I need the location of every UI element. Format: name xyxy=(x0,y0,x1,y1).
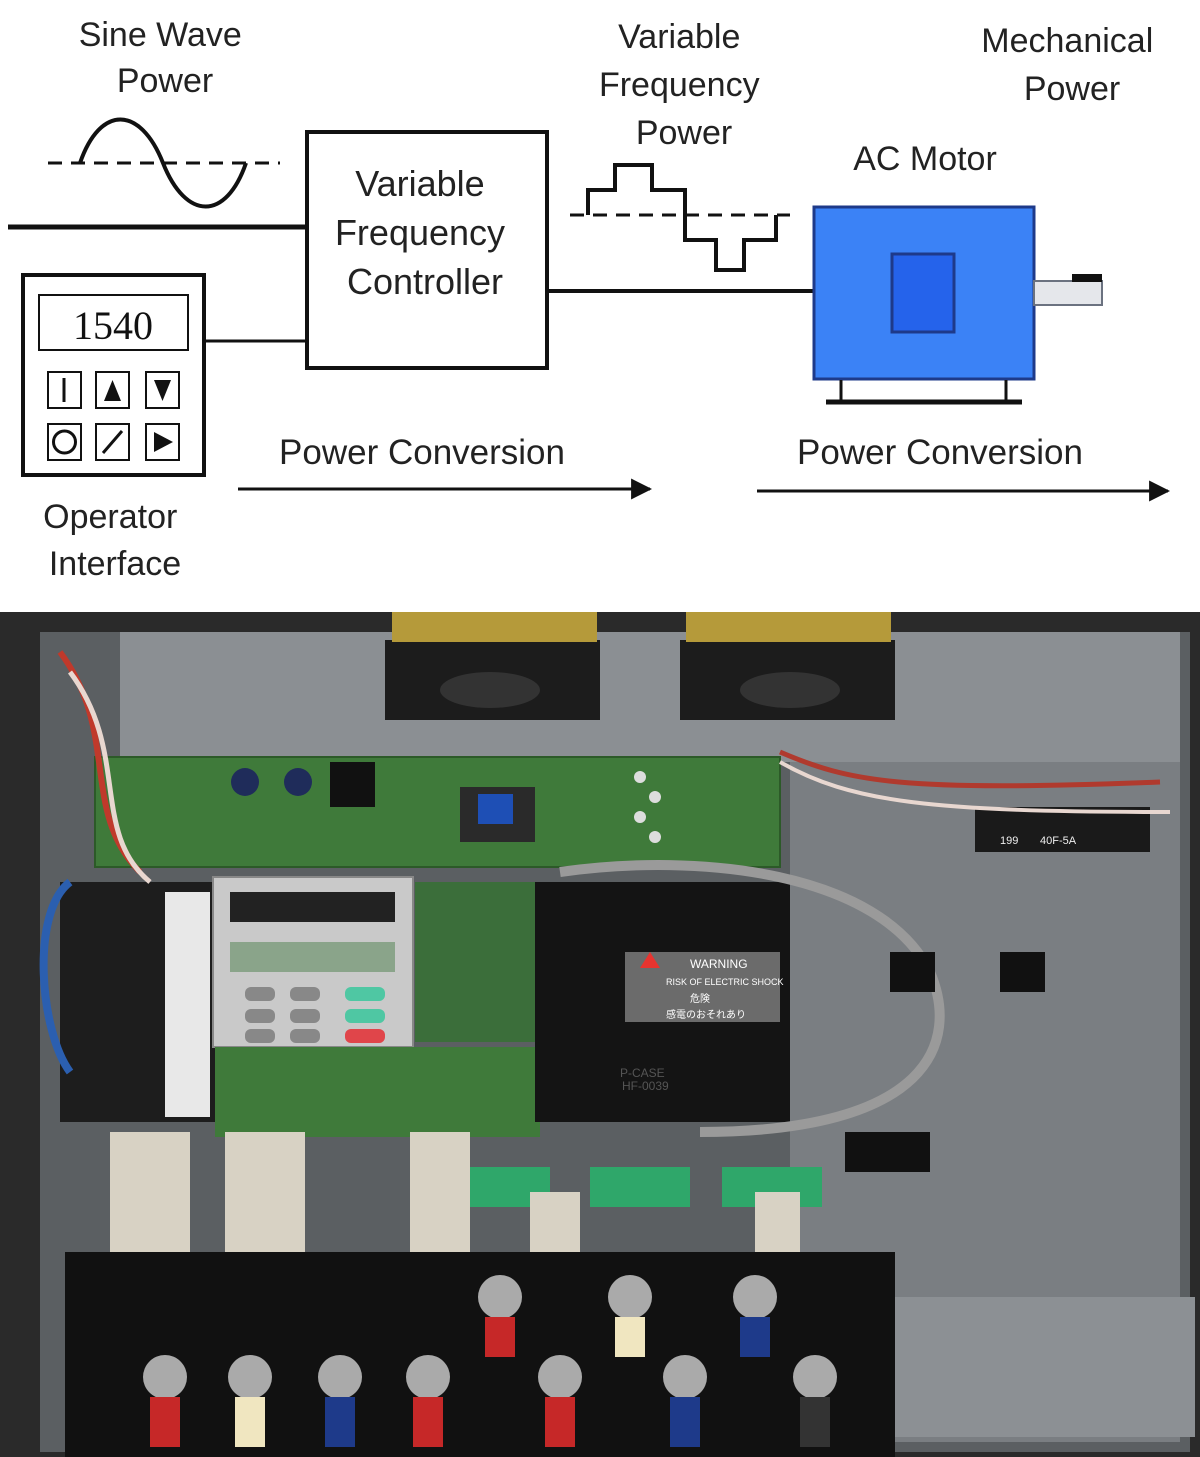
vfd-block-diagram: Sine Wave Power Variable Frequency Contr… xyxy=(8,16,1171,583)
keypad-down-key xyxy=(145,371,180,409)
variable-frequency-power-label: Variable Frequency Power xyxy=(599,18,769,152)
vfd-controller-label: Variable Frequency Controller xyxy=(335,163,515,302)
ac-motor-icon xyxy=(812,205,1103,405)
operator-interface-label: Operator Interface xyxy=(43,498,187,583)
warning-line2: 危険 xyxy=(690,993,710,1005)
stepped-waveform-icon xyxy=(570,163,790,272)
drive-keypad xyxy=(212,876,414,1048)
warning-triangle-icon xyxy=(640,952,660,968)
label-tag-prefix: 199 xyxy=(1000,835,1018,847)
control-board xyxy=(94,756,781,868)
keypad-display-value: 1540 xyxy=(73,303,153,348)
power-module: WARNING RISK OF ELECTRIC SHOCK 危険 感電のおそれ… xyxy=(535,882,790,1122)
power-conversion-right-label: Power Conversion xyxy=(797,433,1083,472)
operator-keypad: 1540 xyxy=(21,273,206,477)
up-arrow-icon xyxy=(104,380,121,401)
case-mark: P-CASE xyxy=(620,1066,665,1080)
warning-line1: RISK OF ELECTRIC SHOCK xyxy=(666,977,784,987)
vfd-internal-photo: WARNING RISK OF ELECTRIC SHOCK 危険 感電のおそれ… xyxy=(0,612,1200,1457)
mechanical-power-label: Mechanical Power xyxy=(981,22,1162,108)
keypad-up-key xyxy=(95,371,130,409)
keypad-display xyxy=(38,294,189,351)
stop-circle-icon xyxy=(52,429,77,455)
cooling-fan-right xyxy=(680,612,895,720)
ac-motor-label: AC Motor xyxy=(853,140,997,178)
case-code: HF-0039 xyxy=(622,1079,669,1093)
sine-wave-power-label: Sine Wave Power xyxy=(79,16,252,100)
sine-wave-icon xyxy=(48,117,280,209)
warning-line3: 感電のおそれあり xyxy=(666,1008,746,1021)
warning-title: WARNING xyxy=(690,957,748,971)
power-conversion-left-label: Power Conversion xyxy=(279,433,565,472)
down-arrow-icon xyxy=(154,380,171,401)
play-arrow-icon xyxy=(154,432,173,452)
cooling-fan-left xyxy=(385,612,600,720)
vfd-controller-box xyxy=(305,130,549,370)
label-tag: 40F-5A xyxy=(1040,835,1077,847)
keypad-play-key xyxy=(145,423,180,461)
